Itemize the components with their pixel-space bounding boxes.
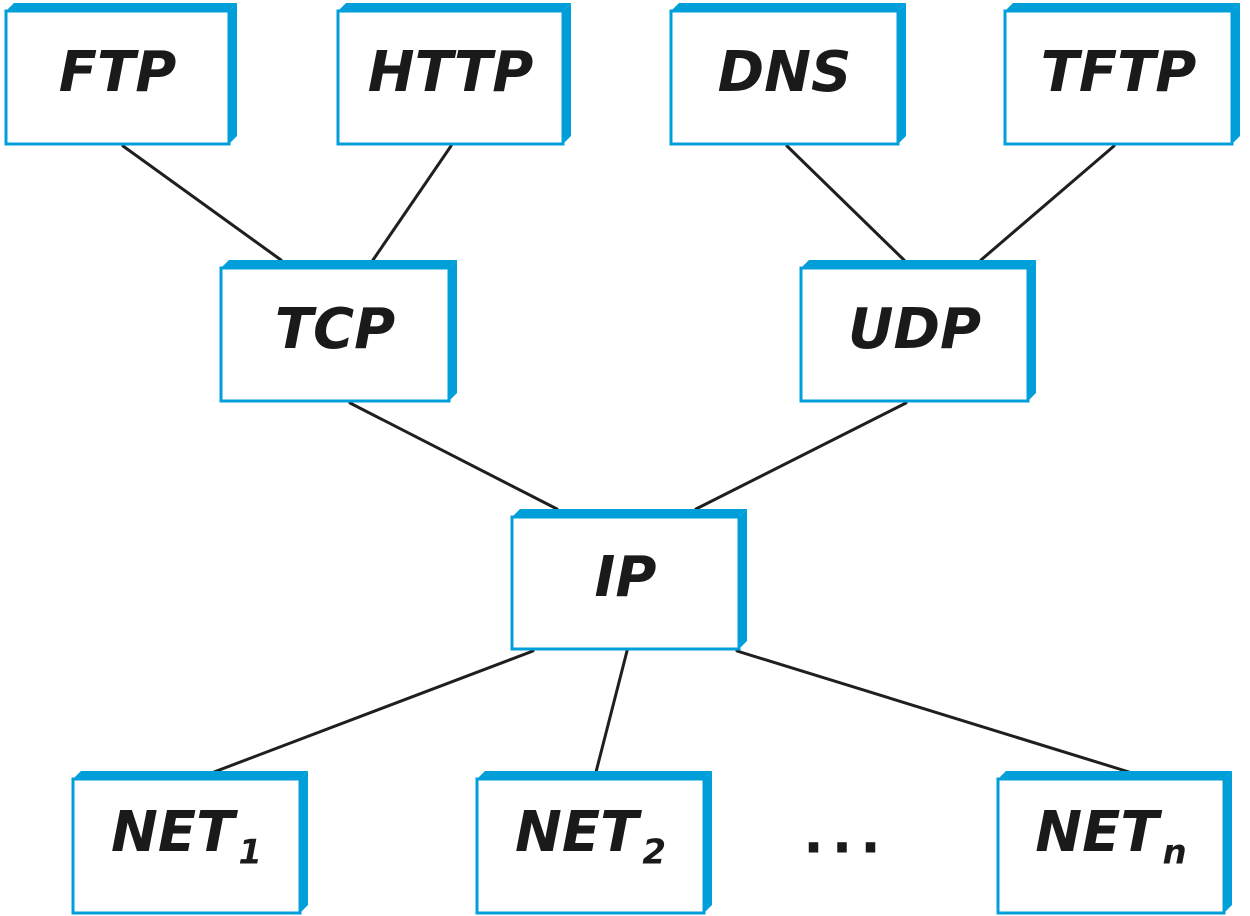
net1-subscript: 1 xyxy=(238,833,262,873)
net2-box-side-edge xyxy=(704,771,712,913)
tcp-label: TCP xyxy=(275,297,395,362)
connector-udp-ip xyxy=(694,401,908,511)
net2-box-top-edge xyxy=(477,771,712,779)
dns-box-top-edge xyxy=(671,3,906,11)
net1-box-side-edge xyxy=(300,771,308,913)
dns-box-side-edge xyxy=(898,3,906,144)
connector-tftp-udp xyxy=(979,144,1116,262)
net2-subscript: 2 xyxy=(642,833,666,873)
node-layer: FTP HTTP DNS TFTP xyxy=(4,3,1240,915)
ip-box-side-edge xyxy=(739,509,747,649)
netn-box-front xyxy=(996,777,1226,915)
dns-label: DNS xyxy=(718,40,852,105)
net2-box-front xyxy=(475,777,706,915)
connector-dns-udp xyxy=(785,144,906,262)
net1-box-top-edge xyxy=(73,771,308,779)
net1-main-label: NET xyxy=(111,800,238,865)
udp-box-top-edge xyxy=(801,260,1036,268)
dns-box-front xyxy=(669,9,900,146)
connector-http-tcp xyxy=(371,144,453,262)
tcp-box-front xyxy=(219,266,451,403)
connector-ip-netn xyxy=(735,649,1131,774)
ftp-label: FTP xyxy=(59,40,177,105)
http-box-side-edge xyxy=(563,3,571,144)
net2-main-label: NET xyxy=(515,800,642,865)
ftp-box-front xyxy=(4,9,231,146)
ftp-box-top-edge xyxy=(6,3,237,11)
udp-box: UDP xyxy=(799,260,1036,403)
tftp-box-top-edge xyxy=(1005,3,1240,11)
http-box: HTTP xyxy=(336,3,571,146)
tcp-box-side-edge xyxy=(449,260,457,401)
tftp-box-side-edge xyxy=(1232,3,1240,144)
ip-box-top-edge xyxy=(512,509,747,517)
netn-main-label: NET xyxy=(1035,800,1162,865)
connector-ip-net1 xyxy=(212,649,535,774)
ftp-box-side-edge xyxy=(229,3,237,144)
connector-layer xyxy=(121,144,1131,774)
connector-ip-net2 xyxy=(594,649,629,774)
udp-label: UDP xyxy=(848,297,981,362)
tcp-box-top-edge xyxy=(221,260,457,268)
ip-box: IP xyxy=(510,509,747,651)
tftp-box: TFTP xyxy=(1003,3,1240,146)
connector-ftp-tcp xyxy=(121,144,283,262)
tftp-box-front xyxy=(1003,9,1234,146)
http-label: HTTP xyxy=(368,40,534,105)
connector-tcp-ip xyxy=(348,401,559,511)
net1-box-front xyxy=(71,777,302,915)
http-box-top-edge xyxy=(338,3,571,11)
udp-box-side-edge xyxy=(1028,260,1036,401)
udp-box-front xyxy=(799,266,1030,403)
netn-subscript: n xyxy=(1163,833,1187,873)
ftp-box: FTP xyxy=(4,3,237,146)
ip-box-front xyxy=(510,515,741,651)
ip-label: IP xyxy=(595,545,657,610)
netn-box-side-edge xyxy=(1224,771,1232,913)
http-box-front xyxy=(336,9,565,146)
dns-box: DNS xyxy=(669,3,906,146)
network-ellipsis: ... xyxy=(803,803,889,866)
tftp-label: TFTP xyxy=(1041,40,1197,105)
tcp-box: TCP xyxy=(219,260,457,403)
netn-box-top-edge xyxy=(998,771,1232,779)
